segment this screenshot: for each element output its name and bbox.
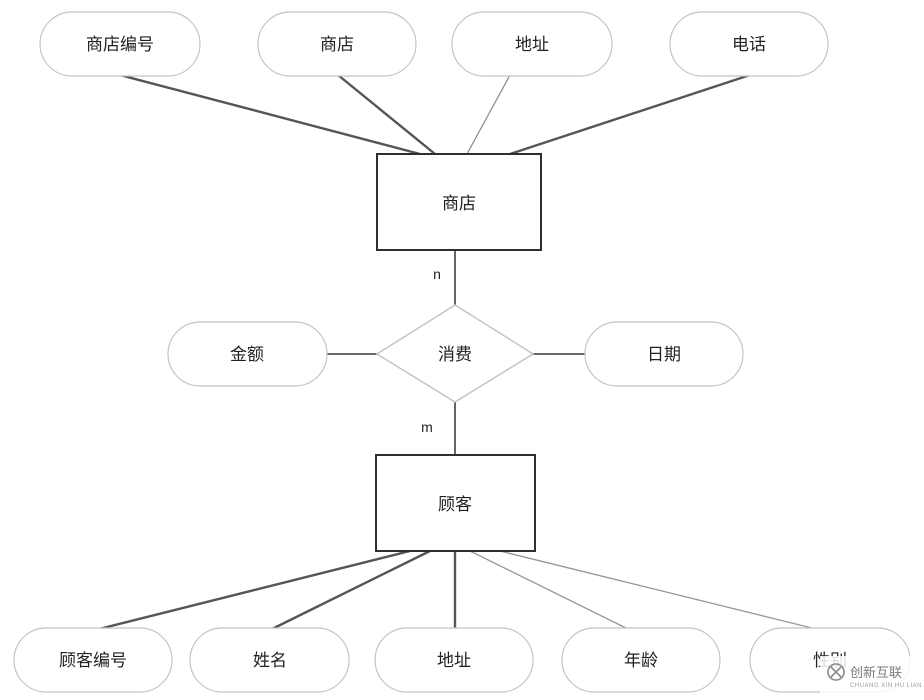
store-attribute-id: 商店编号 [39,11,201,77]
store-attribute-name: 商店 [257,11,417,77]
svg-text:地址: 地址 [437,651,471,671]
connector-customer-name [269,549,431,632]
customer-entity: 顾客 [375,454,536,552]
svg-text:地址: 地址 [515,35,549,55]
connector-store-phone [509,73,751,156]
store-entity: 商店 [376,153,542,251]
date-attribute: 日期 [584,321,744,387]
connectors [94,73,821,632]
svg-text:电话: 电话 [732,35,766,55]
watermark-subtext: CHUANG XIN HU LIAN [850,683,922,689]
svg-text:商店: 商店 [442,194,476,214]
customer-attribute-id: 顾客编号 [13,627,173,693]
connector-customer-gender [499,550,821,631]
customer-attribute-name: 姓名 [189,627,350,693]
svg-text:姓名: 姓名 [253,651,287,671]
svg-text:顾客: 顾客 [438,495,472,515]
store-attribute-address: 地址 [451,11,613,77]
connector-store-address [466,74,511,155]
x-logo-icon [827,663,845,681]
connector-store-id [119,73,421,156]
connector-customer-age [469,550,631,631]
svg-text:消费: 消费 [438,345,472,365]
svg-text:日期: 日期 [647,345,681,365]
svg-text:金额: 金额 [230,345,264,365]
connector-customer-id [94,549,411,632]
watermark: 创新互联 CHUANG XIN HU LIAN [820,656,924,700]
consume-relationship: 消费 [375,304,535,403]
svg-text:商店: 商店 [320,35,354,55]
customer-attribute-address: 地址 [374,627,534,693]
amount-attribute: 金额 [167,321,328,387]
cardinality-customer: m [421,419,433,435]
cardinality-store: n [433,266,441,282]
store-attribute-phone: 电话 [669,11,829,77]
svg-text:顾客编号: 顾客编号 [59,651,127,671]
watermark-text: 创新互联 [850,665,902,681]
svg-text:年龄: 年龄 [624,651,658,671]
svg-text:商店编号: 商店编号 [86,35,154,55]
customer-attribute-age: 年龄 [561,627,721,693]
connector-store-name [337,74,436,155]
